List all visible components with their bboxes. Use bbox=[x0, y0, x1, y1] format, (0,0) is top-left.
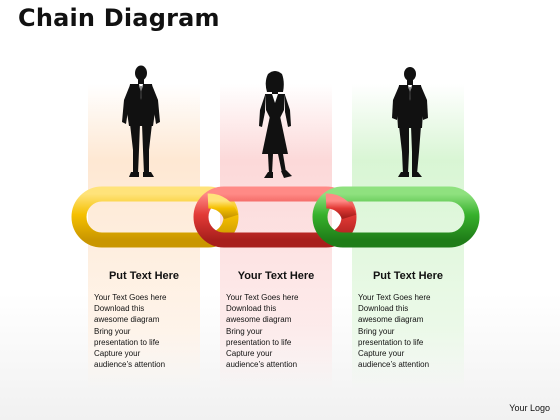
panel-line: Download this bbox=[94, 304, 145, 314]
panel-line: presentation to life bbox=[94, 337, 160, 347]
panel-heading: Your Text Here bbox=[237, 270, 315, 282]
chain-link-red-overlap bbox=[325, 193, 357, 220]
panel-line: audience’s attention bbox=[226, 360, 298, 370]
panel-line: Bring your bbox=[358, 326, 395, 336]
text-panel-3: Put Text Here Your Text Goes here Downlo… bbox=[358, 270, 488, 370]
panel-line: Your Text Goes here bbox=[94, 293, 167, 302]
page-title: Chain Diagram bbox=[18, 4, 220, 32]
panel-line: Capture your bbox=[358, 349, 405, 359]
text-panel-1: Put Text Here Your Text Goes here Downlo… bbox=[94, 270, 224, 370]
panel-line: Capture your bbox=[94, 349, 141, 359]
panel-line: presentation to life bbox=[358, 337, 424, 347]
businessman-silhouette-icon bbox=[122, 65, 160, 177]
panel-line: awesome diagram bbox=[94, 315, 160, 325]
panel-line: Download this bbox=[358, 304, 409, 314]
businesswoman-silhouette-icon bbox=[259, 71, 292, 178]
panel-line: awesome diagram bbox=[226, 315, 292, 325]
panel-line: Bring your bbox=[226, 326, 263, 336]
panel-line: audience’s attention bbox=[94, 360, 166, 370]
chain-link-yellow-overlap bbox=[207, 193, 239, 220]
chain-link-green bbox=[312, 186, 480, 248]
text-panel-2: Your Text Here Your Text Goes here Downl… bbox=[226, 270, 356, 370]
panel-line: Your Text Goes here bbox=[358, 293, 431, 302]
panel-heading: Put Text Here bbox=[372, 270, 444, 282]
panel-line: Download this bbox=[226, 304, 277, 314]
logo-placeholder: Your Logo bbox=[509, 403, 550, 413]
panel-line: presentation to life bbox=[226, 337, 292, 347]
panel-line: Capture your bbox=[226, 349, 273, 359]
panel-heading: Put Text Here bbox=[108, 270, 180, 282]
panel-line: audience’s attention bbox=[358, 360, 430, 370]
panel-line: Bring your bbox=[94, 326, 131, 336]
panel-line: Your Text Goes here bbox=[226, 293, 299, 302]
businessman-silhouette-icon bbox=[392, 67, 428, 177]
panel-line: awesome diagram bbox=[358, 315, 424, 325]
